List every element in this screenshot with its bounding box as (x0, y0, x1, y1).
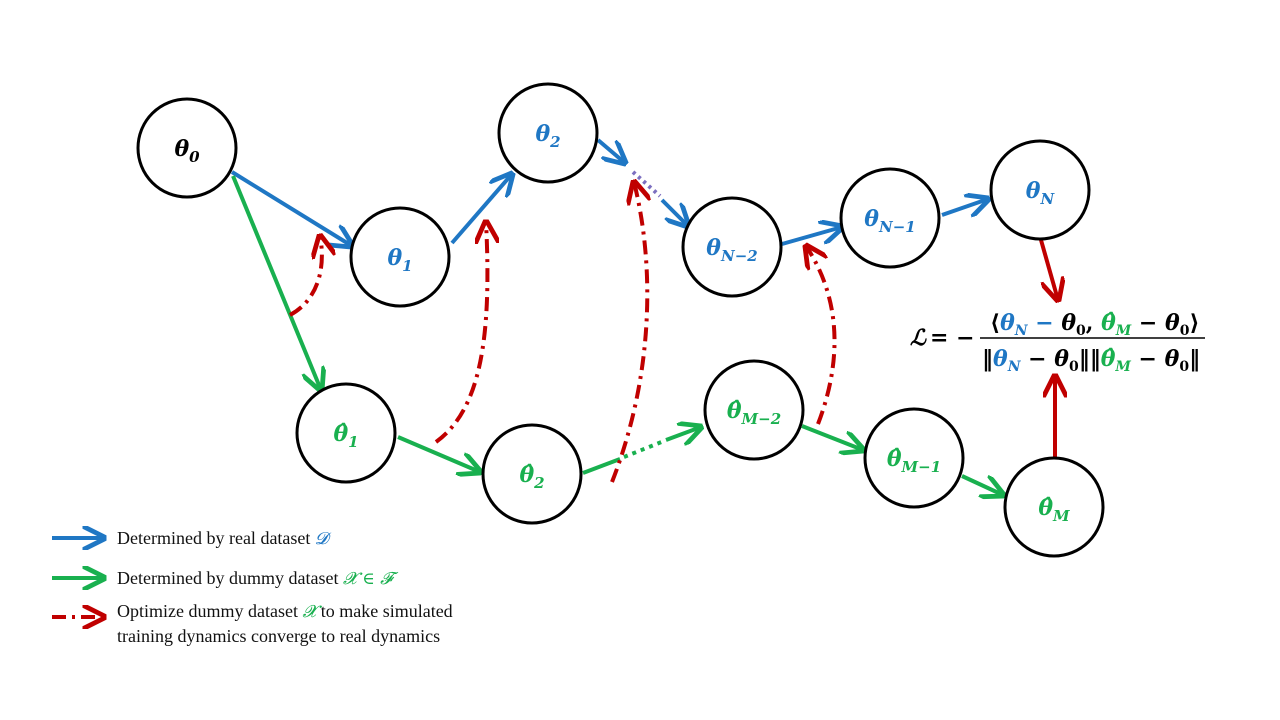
node-circle (136, 97, 238, 199)
legend-dummy-text: Determined by dummy dataset 𝓧 ∈ 𝓕 (117, 568, 399, 589)
formula-eq: = − (930, 325, 975, 351)
edge-gap-thetaN2 (660, 198, 688, 226)
node-circle (1003, 456, 1105, 558)
node-circle (497, 82, 599, 184)
optimize-curve-4 (806, 246, 837, 425)
node-label: θ̂M−2 (727, 398, 781, 428)
node-thetaN2: θN−2 (681, 196, 783, 298)
loss-arrows (1039, 239, 1058, 458)
edge-gap-hatM2 (665, 427, 701, 440)
node-hat1: θ̂1 (295, 382, 397, 484)
optimize-curve-1 (289, 236, 322, 317)
node-circle (349, 206, 451, 308)
node-hatM1: θ̂M−1 (863, 407, 965, 509)
node-circle (863, 407, 965, 509)
optimize-curve-2 (434, 222, 487, 444)
legend-real-text: Determined by real dataset 𝓓 (117, 528, 332, 549)
node-circle (481, 423, 583, 525)
legend-optimize-text-line1: Optimize dummy dataset 𝓧 to make simulat… (117, 601, 453, 622)
node-label: θN−2 (706, 235, 757, 265)
edge-hatM1-hatM (961, 474, 1003, 495)
formula-denominator: ‖θN − θ0‖‖θ̂M − θ0‖ (982, 346, 1200, 375)
optimize-curves (289, 182, 837, 483)
legend: Determined by real dataset 𝓓 Determined … (52, 528, 453, 646)
node-hatM2: θ̂M−2 (703, 359, 805, 461)
edge-gap-dots-green (623, 439, 665, 459)
node-circle (681, 196, 783, 298)
node-label: θ̂1 (333, 421, 358, 451)
node-label: θ̂2 (519, 462, 544, 492)
node-thetaN1: θN−1 (839, 167, 941, 269)
edge-hat2-gap (582, 457, 621, 475)
legend-item-optimize: Optimize dummy dataset 𝓧 to make simulat… (52, 601, 453, 646)
edge-thetaN-loss (1039, 239, 1058, 300)
edge-theta0-hat1 (231, 175, 321, 390)
node-circle (989, 139, 1091, 241)
node-theta0: θ0 (136, 97, 238, 199)
formula-numerator: ⟨θN − θ0, θ̂M − θ0⟩ (990, 310, 1200, 339)
node-theta1: θ1 (349, 206, 451, 308)
edge-thetaN2-thetaN1 (781, 227, 842, 246)
nodes: θ0 θ1 θ2 θN−2 θN−1 θN θ̂1 θ̂2 θ̂M−2 θ̂M−1 θ̂M (136, 82, 1105, 558)
edge-theta1-theta2 (450, 174, 512, 245)
node-circle (703, 359, 805, 461)
edge-hat1-hat2 (397, 435, 480, 472)
node-label: θ̂M (1038, 495, 1070, 525)
edge-thetaN1-thetaN (941, 199, 988, 215)
node-label: θN (1026, 178, 1056, 208)
optimize-curve-3 (610, 182, 647, 483)
node-theta2: θ2 (497, 82, 599, 184)
node-thetaN: θN (989, 139, 1091, 241)
formula-lhs: ℒ (910, 325, 927, 351)
node-label: θ1 (387, 245, 412, 275)
node-label: θN−1 (864, 206, 915, 236)
edge-gap-dots-blue (631, 170, 662, 198)
edge-theta2-gap (596, 138, 625, 163)
node-hat2: θ̂2 (481, 423, 583, 525)
loss-formula: ℒ = − ⟨θN − θ0, θ̂M − θ0⟩ ‖θN − θ0‖‖θ̂M … (910, 310, 1205, 375)
node-label: θ2 (535, 121, 560, 151)
edge-hatM2-hatM1 (801, 424, 863, 450)
legend-item-dummy: Determined by dummy dataset 𝓧 ∈ 𝓕 (52, 568, 399, 589)
dummy-trajectory (231, 175, 1003, 495)
node-label: θ̂M−1 (887, 446, 941, 476)
node-circle (295, 382, 397, 484)
node-label: θ0 (174, 136, 200, 166)
edge-theta0-theta1 (230, 170, 352, 246)
legend-optimize-text-line2: training dynamics converge to real dynam… (117, 626, 440, 646)
node-circle (839, 167, 941, 269)
legend-item-real: Determined by real dataset 𝓓 (52, 528, 332, 549)
node-hatM: θ̂M (1003, 456, 1105, 558)
